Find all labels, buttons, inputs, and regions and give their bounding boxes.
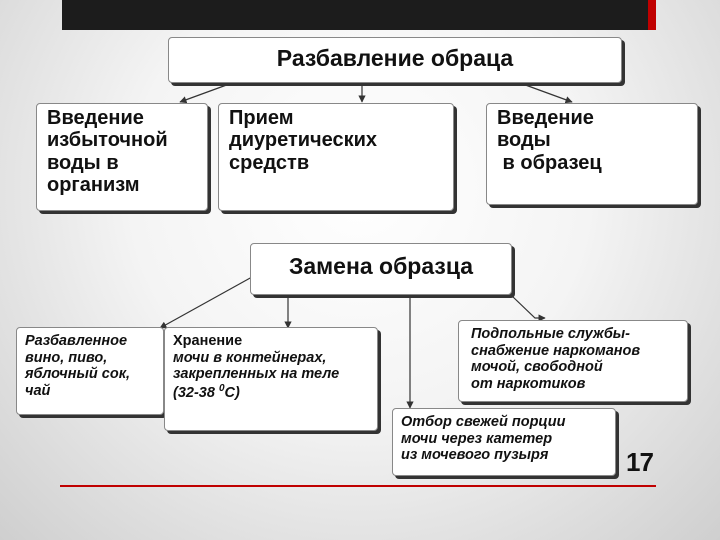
arrow-to-sample-water [519, 82, 573, 104]
sample-water-line: в образец [497, 151, 602, 174]
services-line: Подпольные службы- [471, 326, 631, 342]
diuretics-box: Прием диуретических средств [218, 103, 454, 211]
diuretics-line: средств [229, 151, 310, 174]
catheter-line: Отбор свежей порции [401, 414, 566, 430]
catheter-line: мочи через катетер [401, 430, 553, 447]
temp-suffix: C) [224, 384, 240, 401]
substitution-title: Замена образца [288, 253, 474, 279]
temp-prefix: (32-38 [173, 384, 219, 401]
top-bar-accent [648, 0, 656, 30]
services-line: снабжение наркоманов [471, 342, 641, 359]
bottom-divider [60, 485, 656, 487]
diluted-drinks-box: Разбавленное вино, пиво, яблочный сок, ч… [16, 327, 164, 415]
storage-box: Хранение мочи в контейнерах, закрепленны… [164, 327, 378, 431]
storage-line: мочи в контейнерах, [173, 349, 327, 366]
top-bar [62, 0, 656, 30]
substitution-title-box: Замена образца [250, 243, 512, 295]
diluted-line: чай [25, 383, 51, 400]
diuretics-line: диуретических [229, 129, 378, 152]
arrow-to-services [511, 295, 546, 322]
sample-water-line: Введение [497, 107, 594, 129]
excess-water-line: избыточной [47, 129, 168, 152]
excess-water-line: Введение [47, 107, 144, 129]
excess-water-box: Введение избыточной воды в организм [36, 103, 208, 211]
diluted-line: вино, пиво, [25, 349, 108, 366]
temp-superscript: 0 [218, 383, 225, 395]
sample-water-line: воды [497, 129, 551, 152]
dilution-title: Разбавление обраца [276, 45, 514, 71]
excess-water-line: организм [47, 174, 140, 197]
page-number: 17 [626, 447, 654, 477]
sample-water-box: Введение воды в образец [486, 103, 698, 205]
services-line: от наркотиков [471, 376, 586, 393]
diluted-line: яблочный сок, [25, 366, 131, 383]
catheter-box: Отбор свежей порции мочи через катетер и… [392, 408, 616, 476]
diluted-line: Разбавленное [25, 333, 128, 349]
services-line: мочой, свободной [471, 359, 603, 376]
arrow-to-excess-water [179, 82, 233, 104]
dilution-title-box: Разбавление обраца [168, 37, 622, 83]
diuretics-line: Прием [229, 107, 294, 129]
storage-line: закрепленных на теле [173, 366, 340, 383]
excess-water-line: воды в [47, 151, 119, 174]
storage-temperature: (32-38 0C) [173, 383, 369, 402]
underground-services-box: Подпольные службы- снабжение наркоманов … [458, 320, 688, 402]
catheter-line: из мочевого пузыря [401, 447, 549, 464]
storage-line: Хранение [173, 333, 243, 349]
arrow-to-diluted [159, 276, 253, 329]
